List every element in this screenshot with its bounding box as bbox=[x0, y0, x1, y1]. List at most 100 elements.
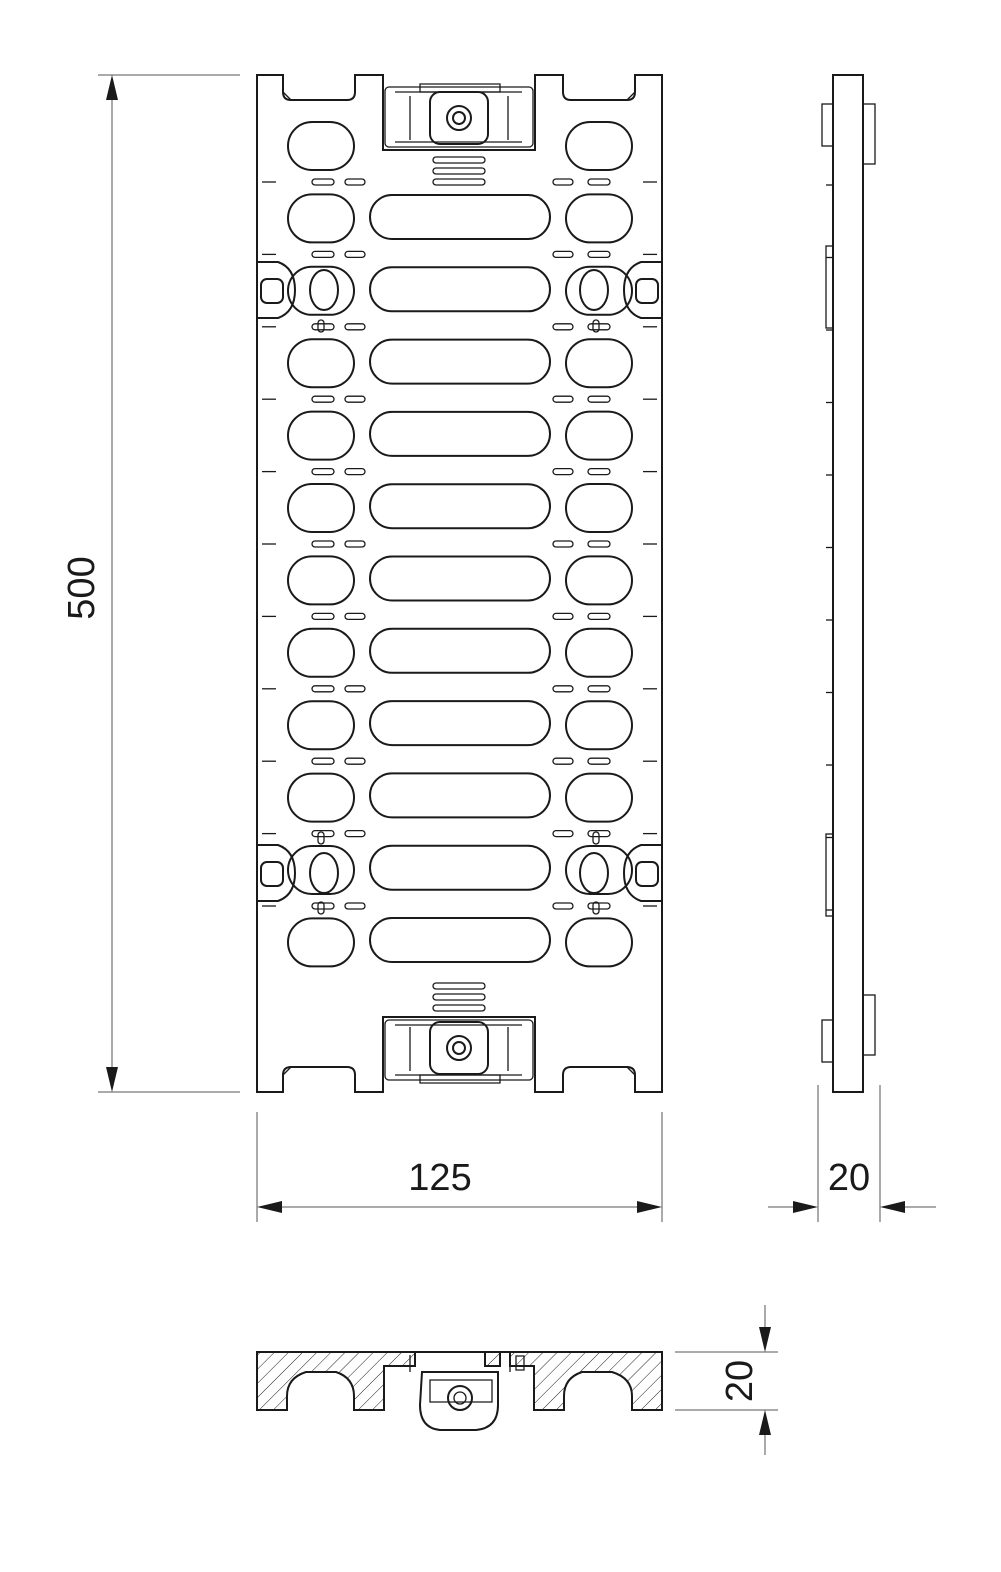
side-hole-left bbox=[287, 772, 355, 823]
center-slot bbox=[369, 410, 551, 457]
center-slot bbox=[369, 266, 551, 313]
vent-slot bbox=[311, 829, 335, 838]
vent-slot bbox=[311, 250, 335, 259]
vent-slot bbox=[344, 685, 366, 693]
vent-slot bbox=[552, 178, 574, 186]
vent-slot bbox=[311, 685, 335, 693]
pin-hole bbox=[579, 269, 609, 311]
pin-hole bbox=[579, 852, 609, 894]
dimension-side-height-label: 20 bbox=[828, 1157, 870, 1199]
vent-slot bbox=[552, 540, 574, 548]
vent-slot bbox=[344, 467, 366, 476]
locating-tab-left-top bbox=[257, 261, 297, 319]
fixing-clip-bottom bbox=[384, 982, 534, 1084]
grate-top-view bbox=[256, 74, 663, 1093]
vent-slot bbox=[311, 540, 335, 548]
center-slot bbox=[369, 555, 551, 602]
side-hole-left bbox=[287, 700, 355, 751]
side-hole-right bbox=[565, 627, 633, 678]
side-hole-left bbox=[287, 193, 355, 244]
section-body bbox=[256, 1351, 663, 1411]
vent-slot bbox=[552, 612, 574, 621]
vent-slot bbox=[552, 323, 574, 331]
vent-slot bbox=[587, 540, 611, 548]
side-hole-left bbox=[287, 555, 355, 606]
vent-slot bbox=[587, 467, 611, 476]
center-slot bbox=[369, 700, 551, 747]
side-hole-right bbox=[565, 772, 633, 823]
side-hole-left bbox=[287, 410, 355, 461]
center-slot bbox=[369, 338, 551, 385]
vent-slot bbox=[311, 467, 335, 476]
vent-slot bbox=[587, 685, 611, 693]
vent-slot bbox=[344, 757, 366, 765]
side-hole-right bbox=[565, 121, 633, 171]
pin-slot bbox=[317, 319, 325, 333]
vent-slot bbox=[587, 757, 611, 765]
dimension-section-height-label: 20 bbox=[719, 1360, 761, 1402]
dimension-length: 500 bbox=[61, 74, 240, 1093]
vent-slot bbox=[344, 829, 366, 838]
vent-slot bbox=[344, 250, 366, 259]
side-hole-right bbox=[565, 265, 633, 316]
side-hole-left bbox=[287, 265, 355, 316]
side-hole-right bbox=[565, 338, 633, 389]
vent-slot bbox=[552, 829, 574, 838]
vent-slot bbox=[552, 757, 574, 765]
vent-slot bbox=[311, 395, 335, 403]
vent-slot bbox=[344, 612, 366, 621]
side-hole-right bbox=[565, 845, 633, 895]
center-slot bbox=[369, 194, 551, 240]
vent-slot bbox=[587, 395, 611, 403]
side-hole-right bbox=[565, 700, 633, 751]
side-hole-left bbox=[287, 483, 355, 533]
locating-tab-left-bottom bbox=[257, 844, 297, 902]
pin-slot bbox=[317, 831, 325, 845]
vent-slot bbox=[344, 178, 366, 186]
grate-outline bbox=[256, 74, 663, 1093]
center-slot bbox=[369, 772, 551, 819]
vent-slot bbox=[311, 757, 335, 765]
center-slot bbox=[369, 917, 551, 963]
vent-slot bbox=[552, 250, 574, 259]
vent-slot bbox=[344, 323, 366, 331]
vent-slot bbox=[587, 612, 611, 621]
dimension-width-label: 125 bbox=[408, 1157, 471, 1199]
dimension-width: 125 bbox=[256, 1112, 663, 1222]
vent-slot bbox=[587, 250, 611, 259]
pin-slot bbox=[592, 901, 600, 915]
grate-cross-section bbox=[256, 1351, 663, 1431]
side-hole-left bbox=[287, 627, 355, 678]
vent-slot bbox=[552, 902, 574, 910]
vent-slot bbox=[311, 178, 335, 186]
dimension-side-height: 20 bbox=[768, 1085, 936, 1222]
locating-tab-right-bottom bbox=[622, 844, 662, 902]
side-hole-right bbox=[565, 193, 633, 244]
pin-slot bbox=[592, 831, 600, 845]
side-hole-right bbox=[565, 410, 633, 461]
side-hole-left bbox=[287, 917, 355, 968]
dimension-section-height: 20 bbox=[675, 1305, 778, 1455]
center-slot bbox=[369, 844, 551, 891]
pin-hole bbox=[309, 852, 339, 894]
vent-slot bbox=[344, 902, 366, 910]
locating-tab-right-top bbox=[622, 261, 662, 319]
vent-slot bbox=[587, 178, 611, 186]
vent-slot bbox=[311, 323, 335, 331]
vent-slot bbox=[311, 902, 335, 910]
side-hole-right bbox=[565, 555, 633, 606]
side-hole-left bbox=[287, 121, 355, 171]
center-slot bbox=[369, 483, 551, 530]
vent-slot bbox=[311, 612, 335, 621]
vent-slot bbox=[344, 540, 366, 548]
side-hole-right bbox=[565, 917, 633, 968]
grate-openings bbox=[262, 121, 657, 968]
pin-hole bbox=[309, 269, 339, 311]
side-hole-left bbox=[287, 845, 355, 895]
vent-slot bbox=[344, 395, 366, 403]
vent-slot bbox=[552, 395, 574, 403]
dimension-length-label: 500 bbox=[61, 556, 103, 619]
center-slot bbox=[369, 627, 551, 674]
vent-slot bbox=[552, 467, 574, 476]
